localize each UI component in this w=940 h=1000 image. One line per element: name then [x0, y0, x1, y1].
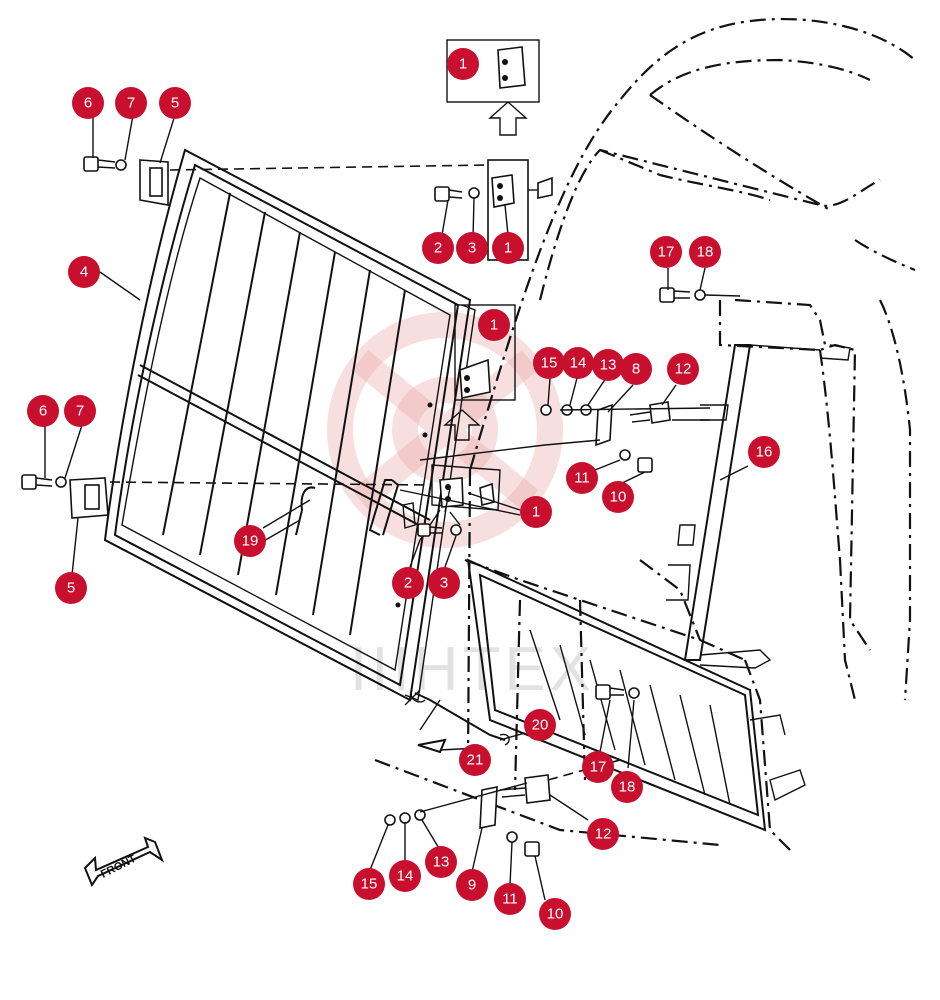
- svg-text:9: 9: [468, 877, 476, 894]
- svg-text:18: 18: [619, 779, 636, 796]
- callout-5-upper: 5: [159, 87, 191, 119]
- svg-text:6: 6: [84, 95, 92, 112]
- callout-17-lower: 17: [582, 751, 614, 783]
- callout-group: 1 1 1 1 2 2 3 3 4 5 5 6 6 7 7 8 9 10 10 …: [27, 48, 780, 930]
- callout-1-hinge-middle: 1: [520, 496, 552, 528]
- svg-text:5: 5: [67, 580, 75, 597]
- svg-text:7: 7: [76, 403, 84, 420]
- callout-15-upper: 15: [533, 347, 565, 379]
- svg-text:21: 21: [467, 752, 484, 769]
- svg-text:7: 7: [127, 95, 135, 112]
- callout-15-lower: 15: [353, 868, 385, 900]
- svg-text:8: 8: [632, 361, 640, 378]
- svg-text:1: 1: [504, 240, 512, 257]
- inset-hinge-middle: [443, 304, 516, 441]
- svg-text:17: 17: [590, 759, 607, 776]
- callout-6-upper: 6: [72, 87, 104, 119]
- callout-13-upper: 13: [592, 349, 624, 381]
- svg-text:10: 10: [610, 489, 627, 506]
- callout-1-hinge-top: 1: [492, 232, 524, 264]
- svg-text:11: 11: [502, 891, 518, 908]
- callout-12-upper: 12: [667, 353, 699, 385]
- callout-12-lower: 12: [587, 818, 619, 850]
- lower-hatch-panel: [466, 558, 806, 832]
- callout-18-upper: 18: [689, 236, 721, 268]
- callout-17-upper: 17: [650, 236, 682, 268]
- svg-text:19: 19: [242, 533, 259, 550]
- callout-10-upper: 10: [602, 481, 634, 513]
- callout-14-upper: 14: [562, 347, 594, 379]
- callout-11-upper: 11: [566, 462, 598, 494]
- callout-4: 4: [68, 256, 100, 288]
- watermark-text: IIIHTEX: [350, 635, 595, 704]
- callout-5-lower: 5: [55, 572, 87, 604]
- svg-text:12: 12: [595, 826, 612, 843]
- callout-10-lower: 10: [539, 898, 571, 930]
- svg-text:11: 11: [574, 470, 590, 487]
- hinge-left-lower: [21, 474, 109, 519]
- svg-text:3: 3: [440, 575, 448, 592]
- callout-2-lower: 2: [392, 567, 424, 599]
- svg-text:15: 15: [361, 876, 378, 893]
- callout-14-lower: 14: [389, 860, 421, 892]
- svg-text:2: 2: [404, 575, 412, 592]
- callout-6-lower: 6: [27, 395, 59, 427]
- callout-11-lower: 11: [494, 883, 526, 915]
- svg-text:1: 1: [459, 56, 467, 73]
- inset-hinge-top: [446, 39, 540, 136]
- svg-text:10: 10: [547, 906, 564, 923]
- callout-19: 19: [234, 525, 266, 557]
- callout-1-inset-top: 1: [447, 48, 479, 80]
- callout-18-lower: 18: [611, 771, 643, 803]
- svg-text:16: 16: [756, 444, 773, 461]
- callout-1-inset-middle: 1: [478, 309, 510, 341]
- svg-text:6: 6: [39, 403, 47, 420]
- callout-3-upper: 3: [456, 232, 488, 264]
- callout-9: 9: [456, 869, 488, 901]
- latch-upper: [419, 287, 741, 473]
- callout-7-lower: 7: [64, 395, 96, 427]
- callout-20: 20: [524, 709, 556, 741]
- callout-2-upper: 2: [422, 232, 454, 264]
- svg-text:4: 4: [80, 264, 88, 281]
- front-label: FRONT: [99, 853, 138, 881]
- callout-3-lower: 3: [428, 567, 460, 599]
- svg-text:14: 14: [570, 355, 587, 372]
- side-frame-16: [666, 344, 851, 669]
- svg-text:2: 2: [434, 240, 442, 257]
- svg-text:18: 18: [697, 244, 714, 261]
- svg-text:1: 1: [490, 317, 498, 334]
- front-arrow: FRONT: [83, 836, 165, 888]
- svg-text:3: 3: [468, 240, 476, 257]
- svg-text:17: 17: [658, 244, 675, 261]
- callout-13-lower: 13: [425, 846, 457, 878]
- svg-text:12: 12: [675, 361, 692, 378]
- cab-outline: [374, 17, 916, 851]
- svg-text:5: 5: [171, 95, 179, 112]
- callout-7-upper: 7: [115, 87, 147, 119]
- callout-8: 8: [620, 353, 652, 385]
- latch-lower: [384, 684, 640, 857]
- svg-text:1: 1: [532, 504, 540, 521]
- svg-text:13: 13: [433, 854, 450, 871]
- callout-21: 21: [459, 744, 491, 776]
- leader-lines: [44, 114, 749, 901]
- svg-text:14: 14: [397, 868, 414, 885]
- svg-text:20: 20: [532, 717, 549, 734]
- callout-16: 16: [748, 436, 780, 468]
- svg-text:13: 13: [600, 357, 617, 374]
- svg-text:15: 15: [541, 355, 558, 372]
